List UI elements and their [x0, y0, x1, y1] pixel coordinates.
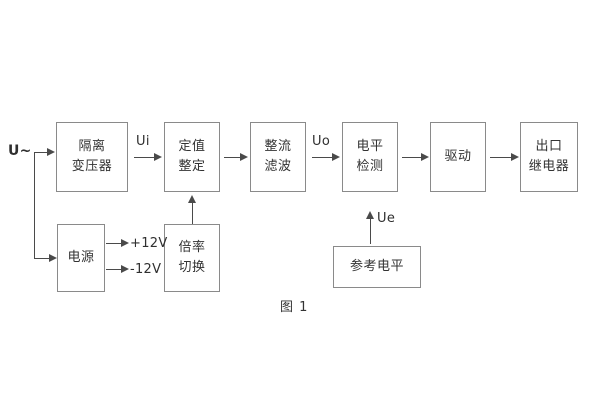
block-rectify-filter[interactable]: 整流 滤波 [250, 122, 306, 192]
block-power-supply[interactable]: 电源 [57, 224, 105, 292]
block-isolation-transformer[interactable]: 隔离 变压器 [56, 122, 128, 192]
signal-label-uo: Uo [312, 134, 331, 149]
connector-input-to-power [34, 258, 50, 259]
arrowhead-transformer-to-setting [154, 152, 162, 161]
signal-label-ui: Ui [136, 134, 150, 149]
block-line: 定值 [178, 138, 206, 154]
signal-label-ue: Ue [377, 211, 396, 226]
connector-level-to-drive [402, 157, 424, 158]
connector-input-to-transformer [34, 152, 48, 153]
connector-transformer-to-setting [134, 157, 156, 158]
arrowhead-drive-to-relay [511, 152, 519, 161]
arrowhead-reference-to-level [365, 211, 374, 219]
block-level-detection[interactable]: 电平 检测 [342, 122, 398, 192]
rail-label-negative: -12V [130, 262, 162, 277]
connector-drive-to-relay [490, 157, 514, 158]
block-line: 隔离 [78, 138, 106, 154]
block-setting-value[interactable]: 定值 整定 [164, 122, 220, 192]
connector-setting-to-rectify [224, 157, 244, 158]
block-line: 变压器 [71, 159, 113, 174]
arrowhead-rail-negative [121, 264, 129, 273]
block-reference-level[interactable]: 参考电平 [333, 246, 421, 288]
block-line: 检测 [356, 159, 384, 174]
input-source-label: U~ [8, 143, 32, 159]
figure-caption: 图 1 [280, 300, 309, 315]
arrowhead-setting-to-rectify [240, 152, 248, 161]
block-line: 电平 [356, 138, 384, 154]
block-drive[interactable]: 驱动 [430, 122, 486, 192]
arrowhead-rectify-to-level [332, 152, 340, 161]
arrowhead-rail-positive [121, 238, 129, 247]
block-line: 整定 [178, 159, 206, 174]
arrowhead-input-to-power [49, 253, 57, 262]
arrowhead-input-to-transformer [47, 147, 55, 156]
connector-power-rail-positive [106, 243, 124, 244]
block-multiplier-switch[interactable]: 倍率 切换 [164, 224, 220, 292]
block-line: 电源 [67, 249, 95, 265]
connector-power-rail-negative [106, 269, 124, 270]
block-output-relay[interactable]: 出口 继电器 [520, 122, 578, 192]
connector-multiplier-to-setting [192, 202, 193, 224]
rail-label-positive: +12V [130, 236, 168, 251]
input-bus-trunk [34, 152, 35, 258]
arrowhead-level-to-drive [421, 152, 429, 161]
block-line: 参考电平 [349, 258, 404, 274]
block-line: 出口 [535, 138, 563, 154]
block-line: 驱动 [444, 148, 472, 164]
arrowhead-multiplier-to-setting [187, 195, 196, 203]
connector-reference-to-level [370, 218, 371, 244]
block-line: 继电器 [528, 159, 570, 174]
connector-rectify-to-level [312, 157, 334, 158]
block-line: 切换 [178, 260, 206, 275]
block-line: 滤波 [264, 159, 292, 174]
block-line: 整流 [264, 138, 292, 154]
block-line: 倍率 [178, 239, 206, 255]
